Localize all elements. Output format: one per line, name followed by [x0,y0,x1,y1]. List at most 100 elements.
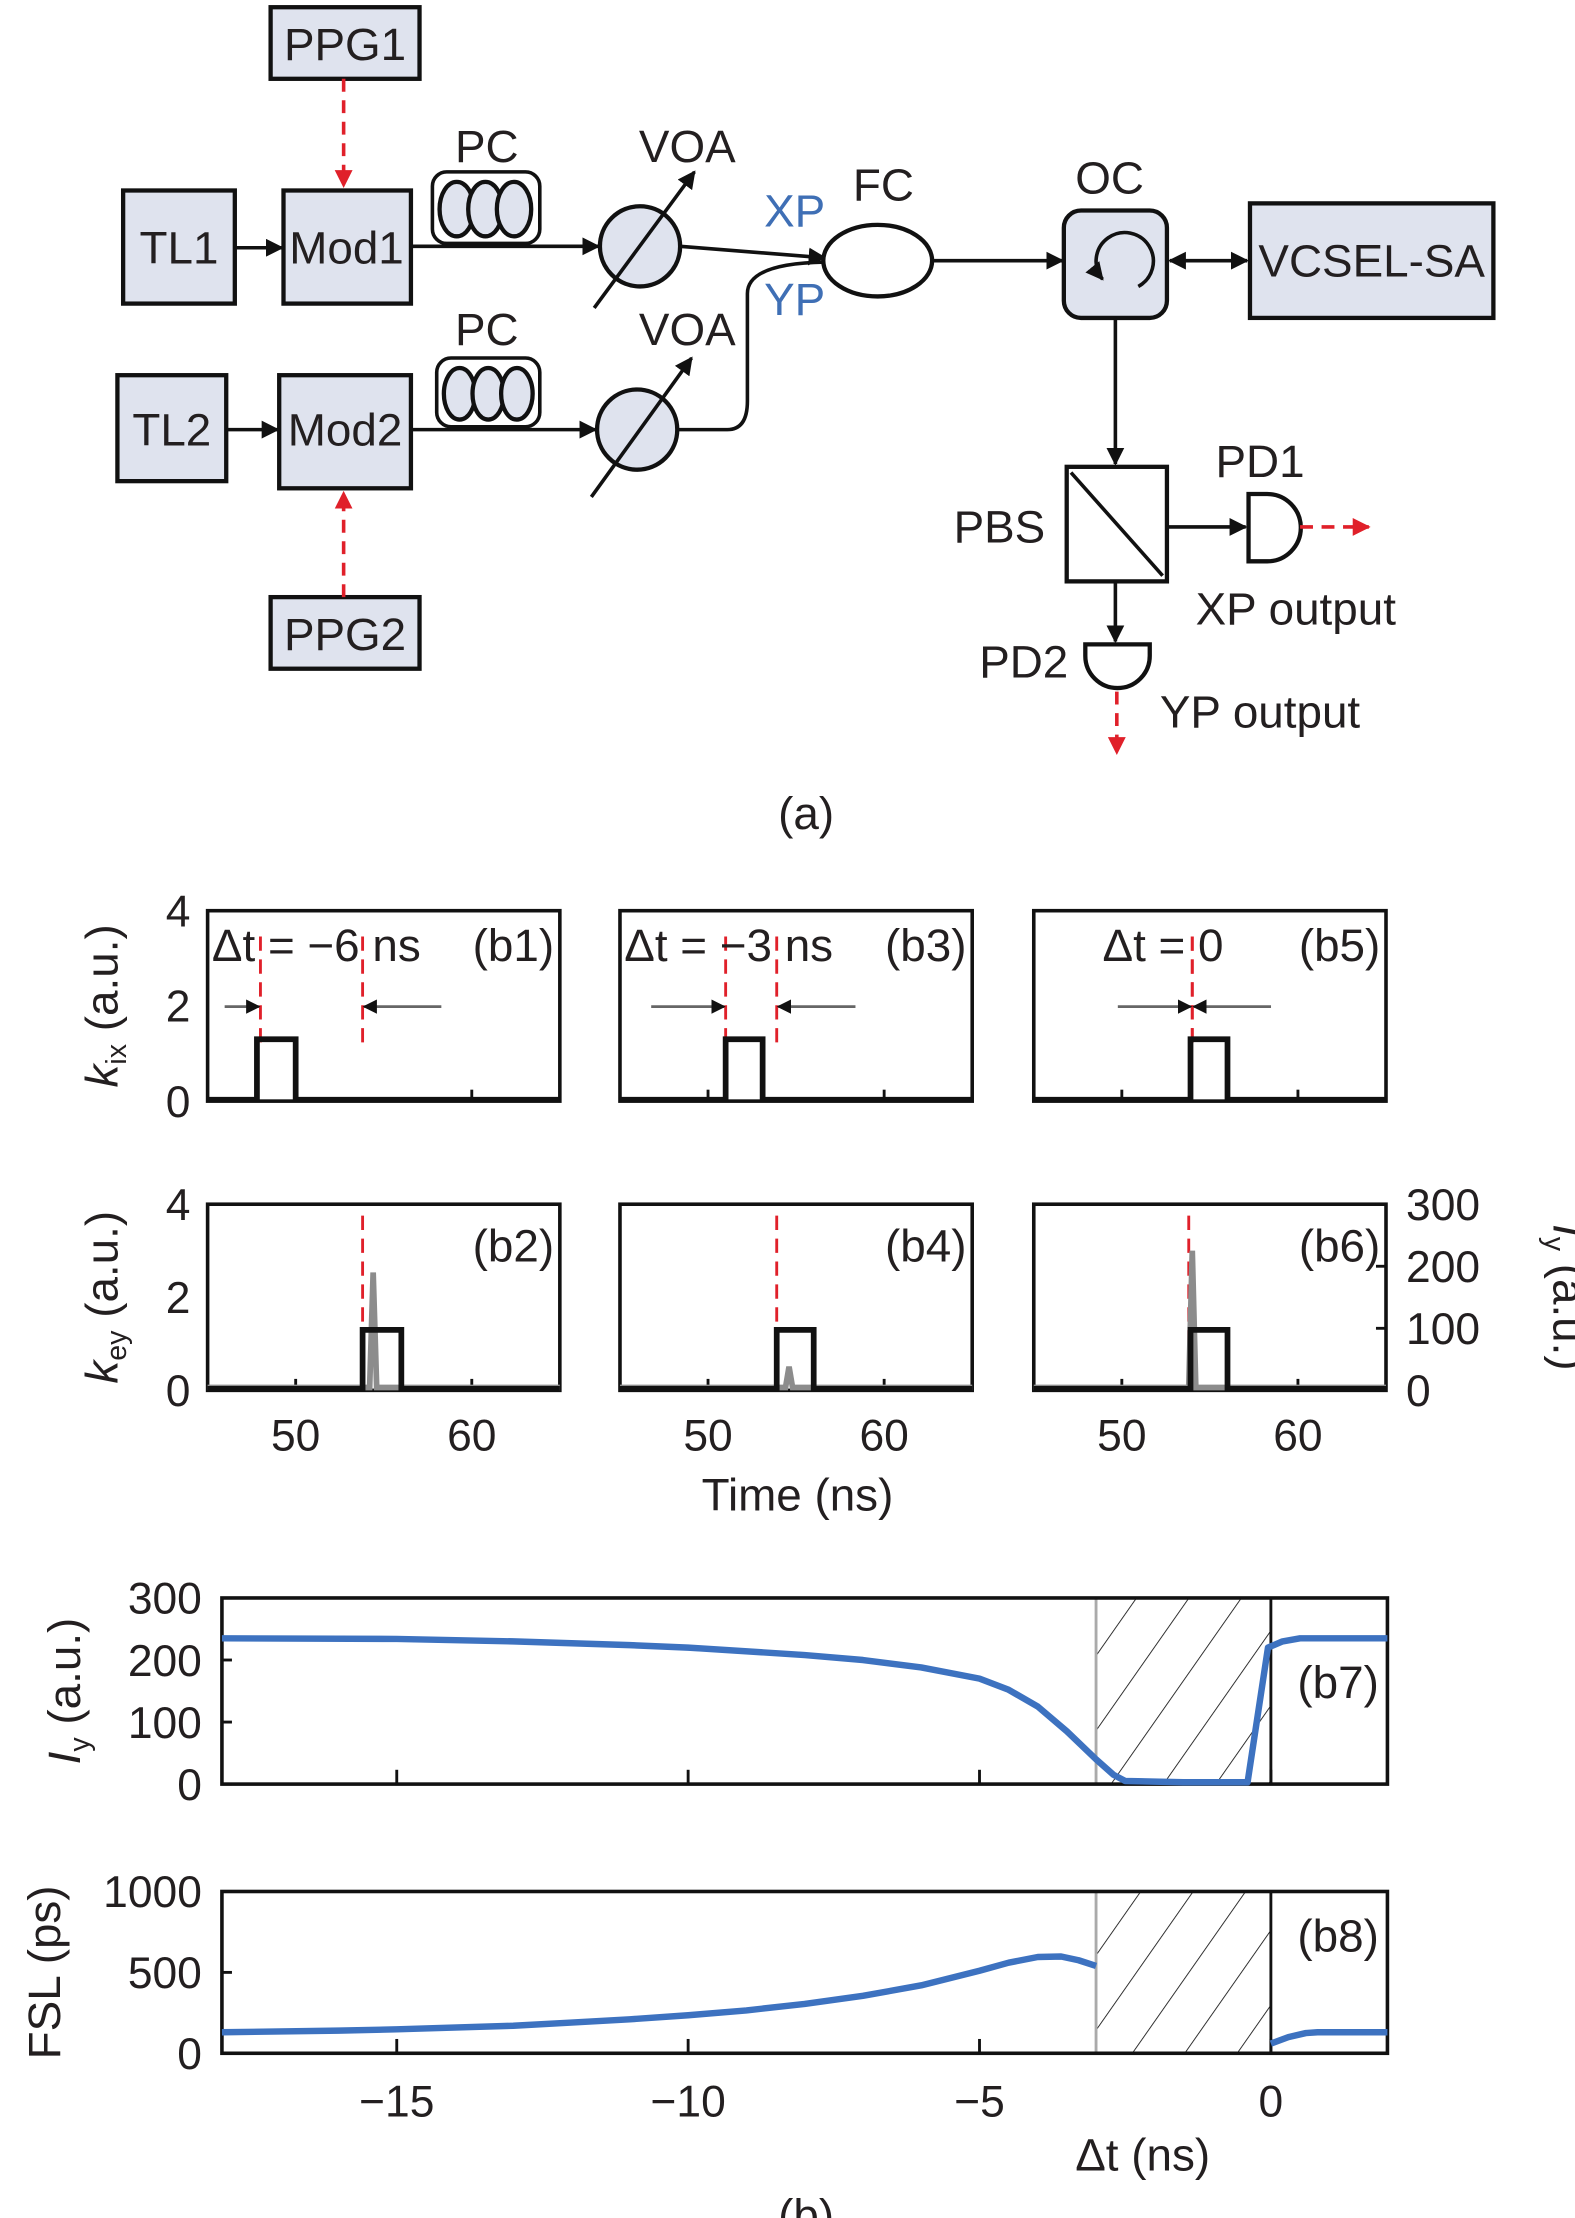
voa1-label: VOA [639,121,736,172]
x-tick-label: 0 [1259,2077,1284,2126]
x-tick-label: −5 [954,2077,1005,2126]
pd1-label: PD1 [1215,436,1304,487]
k-ey-pulse [1033,1326,1386,1392]
delta-label: Δt = −3 ns [624,920,833,971]
voa2-label: VOA [639,304,736,355]
panel-id: (b2) [473,1220,554,1271]
panel-id: (b5) [1299,920,1380,971]
tl1-label: TL1 [140,223,219,274]
fc-label: FC [853,160,914,211]
ppg2-label: PPG2 [284,609,406,660]
oc-label: OC [1075,152,1144,203]
panel-id: (b7) [1297,1657,1378,1708]
k-ix-pulse [207,1036,560,1103]
mod2-box [277,373,414,491]
delta-label: Δt = −6 ns [212,920,421,971]
chart-b8: 0 500 1000 (b8) FSL (ps) −15 −10 −5 0 Δt (ns) (b) [19,1868,1390,2218]
yp-label: YP [764,274,825,325]
mod1-label: Mod1 [289,223,404,274]
voa2-arrow [589,356,694,498]
pc2-label: PC [455,304,519,355]
voa1-arrow [592,170,696,309]
y-axis-label: key (a.u.) [76,1211,133,1384]
hatched-region [1096,1891,1271,2054]
y-tick-label: 200 [128,1637,202,1686]
delta-label: Δt = 0 [1103,920,1224,971]
fsl-curve [1269,2029,1388,2047]
y-tick-label: 100 [128,1699,202,1748]
right-y-axis-label: Iy (a.u.) [1538,1224,1575,1371]
charts-b: Δt = −6 ns (b1) 0 2 4 kix (a.u.) Δt = −3 ns (b3… [19,887,1575,2218]
pbs-diagonal [1069,471,1164,577]
y-tick-label: 300 [128,1575,202,1624]
vcsel-box [1247,201,1496,321]
y-tick-label: 0 [166,1078,191,1127]
y-tick-label: 0 [177,2030,202,2079]
xp-output-label: XP output [1196,583,1397,634]
panel-id: (b8) [1297,1911,1378,1962]
fc-icon [821,222,935,299]
y-axis-label: FSL (ps) [19,1885,70,2059]
pc2-coils [441,365,535,422]
xp-label: XP [764,185,825,236]
tl2-box [115,373,229,484]
x-tick-label: 50 [271,1411,320,1460]
tl2-label: TL2 [132,404,211,455]
pc1-coils [437,179,534,239]
panel-b1: Δt = −6 ns (b1) 0 2 4 kix (a.u.) [76,887,562,1127]
voa1-to-fc [679,244,827,266]
mod2-label: Mod2 [288,404,403,455]
time-axis-label: Time (ns) [702,1470,894,1521]
y-tick-label: 500 [128,1949,202,1998]
right-y-tick-label: 200 [1406,1243,1480,1292]
plot-frame [220,1596,1390,1786]
ppg1-label: PPG1 [284,19,406,70]
y-tick-label: 0 [166,1367,191,1416]
x-tick-label: 60 [859,1411,908,1460]
chart-b7: 0 100 200 300 (b7) Iy (a.u.) [39,1575,1390,1810]
y-axis-label: kix (a.u.) [76,924,133,1087]
y-tick-label: 4 [166,1181,191,1230]
x-tick-label: 60 [1273,1411,1322,1460]
x-tick-label: −10 [650,2077,725,2126]
hatched-region [1096,1597,1271,1785]
setup-diagram: PPG1 TL1 Mod1 PC VOA XP YP FC OC VCSEL-S… [115,5,1496,839]
k-ey-pulse [207,1326,560,1392]
y-axis-label: Iy (a.u.) [39,1618,96,1765]
pd1-icon [1246,491,1303,564]
yp-output-label: YP output [1160,686,1361,737]
panel-id: (b3) [885,920,966,971]
k-ix-pulse [619,1036,973,1103]
y-tick-label: 2 [166,983,191,1032]
panel-b6: (b6)50600100200300Iy (a.u.) [1031,1181,1575,1460]
y-tick-label: 4 [166,887,191,936]
x-tick-label: 60 [447,1411,496,1460]
voa2-to-fc [677,260,825,432]
k-ey-pulse [619,1326,973,1392]
pd2-icon [1083,642,1152,691]
panel-b2: (b2) 0 2 4 key (a.u.) 50 60 [76,1181,562,1460]
panel-id: (b6) [1299,1220,1380,1271]
x-tick-label: −15 [359,2077,434,2126]
voa2-icon [594,387,680,472]
vcsel-label: VCSEL-SA [1258,235,1485,286]
k-ix-pulse [1033,1036,1386,1103]
panel-id: (b4) [885,1220,966,1271]
caption-a: (a) [778,788,834,839]
right-y-tick-label: 300 [1406,1181,1480,1230]
pd2-label: PD2 [979,636,1068,687]
caption-b: (b) [778,2190,834,2218]
x-tick-label: 50 [1097,1411,1146,1460]
x-axis-label: Δt (ns) [1075,2130,1210,2181]
right-y-tick-label: 0 [1406,1367,1431,1416]
y-tick-label: 2 [166,1274,191,1323]
panel-b3: Δt = −3 ns (b3) [618,908,974,1103]
pc1-label: PC [455,121,519,172]
panel-frame [1031,1202,1388,1393]
panel-frame [205,1202,562,1393]
y-tick-label: 1000 [103,1868,202,1917]
y-tick-label: 0 [177,1761,202,1810]
panel-id: (b1) [473,920,554,971]
